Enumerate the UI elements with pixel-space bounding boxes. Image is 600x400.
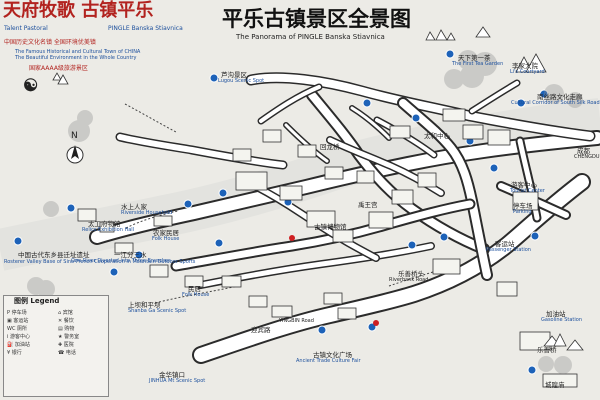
label-lesan-bridge: 乐善桥 — [537, 346, 557, 354]
label-riverside-en: Riverside Household — [121, 210, 173, 216]
label-parking-en: Parking — [513, 209, 532, 215]
shop-icon: ▤ — [58, 326, 63, 332]
label-jinhua-cn: 金华镇口 — [159, 371, 185, 379]
label-lesan-bridge-head-en: Riverbank Road — [389, 277, 429, 283]
label-passenger-station-cn: 客运站 — [495, 240, 515, 248]
label-shanba-en: Shanba Ga Scenic Spot — [128, 308, 187, 314]
label-temple: 城隍庙 — [545, 381, 565, 389]
label-huilong-bridge: 回龙桥 — [320, 143, 340, 151]
label-culture-fair-en: Ancient Trade Culture Fair — [296, 358, 361, 364]
legend-item-phone: ☎ 电话 — [58, 350, 76, 356]
label-museum: 古镇博物馆 — [314, 223, 347, 231]
label-relics-hall-en: Relics Exhibition Hall — [82, 227, 135, 233]
legend-panel — [3, 295, 109, 397]
label-gas-station-cn: 加油站 — [546, 310, 566, 318]
label-branches-en: One River Diverted into Three Branches — [71, 258, 171, 264]
label-lesan-bridge-head-cn: 乐善桥头 — [398, 270, 424, 278]
label-lugou-en: Lugou Scenic Spot — [218, 78, 265, 84]
hotel-icon: ⌂ — [58, 310, 62, 316]
label-first-tea-en: The First Tea Garden — [452, 61, 504, 67]
label-branches-cn: 一江分三水 — [114, 251, 147, 259]
fuel-icon: ⛽ — [7, 342, 14, 348]
wc-icon: WC — [7, 326, 16, 332]
left-title: 天府牧歌 古镇平乐 — [3, 0, 154, 21]
left-red-line: 中国历史文化名镇 全国环境优美镇 — [4, 39, 96, 46]
legend-item-hospital: ✚ 医院 — [58, 342, 74, 348]
legend-item-police: ★ 警务室 — [58, 334, 80, 340]
legend-item-hotel: ⌂ 宾馆 — [58, 310, 73, 316]
left-blue-line-2: The Beautiful Environment in the Whole C… — [15, 55, 137, 61]
label-silk-road-cn: 南丝路文化走廊 — [537, 93, 583, 101]
label-li-courtyard-en: Li's Courtyard — [510, 69, 545, 75]
label-chengdu-en: CHENGDU — [574, 154, 600, 160]
label-relics-hall-cn: 太工府物馆 — [88, 220, 121, 228]
main-title: 平乐古镇景区全景图 — [222, 6, 411, 31]
north-arrow — [66, 145, 84, 164]
label-sino-french-en: Rosterer Valley Base of Sino-French Coop… — [4, 259, 196, 265]
legend-item-info: i 游客中心 — [7, 334, 30, 340]
bus-icon: ▣ — [7, 318, 12, 324]
legend-item-bus: ▣ 客运站 — [7, 318, 29, 324]
logo-mark: ☯ — [23, 76, 39, 96]
info-icon: i — [7, 334, 9, 340]
label-folk-house-2-cn: 民居 — [188, 285, 201, 293]
left-subtitle-2: PINGLE Banska Stiavnica — [108, 25, 183, 32]
label-gas-station-en: Gasoline Station — [541, 317, 582, 323]
label-parking-cn: 停车场 — [513, 202, 533, 210]
legend-item-bank: ¥ 银行 — [7, 350, 22, 356]
legend-title: 图例 Legend — [14, 297, 60, 305]
label-passenger-station-en: Passenger Station — [486, 247, 531, 253]
label-yuwang-palace: 禹王宫 — [358, 201, 378, 209]
label-silk-road-en: Cultural Corridor of South Silk Road — [511, 100, 600, 106]
left-blue-line-1: The Famous Historical and Cultural Town … — [15, 49, 141, 55]
north-label: N — [71, 131, 78, 141]
left-red-line-2: 国家AAAA级旅游景区 — [29, 65, 88, 72]
label-yingbin-road-en: YINGBIN Road — [279, 318, 314, 324]
left-subtitle-1: Talent Pastoral — [4, 25, 48, 32]
legend-item-fuel: ⛽ 加油站 — [7, 342, 30, 348]
main-subtitle: The Panorama of PINGLE Banska Stiavnica — [236, 33, 385, 41]
police-icon: ★ — [58, 334, 63, 340]
label-culture-fair-cn: 古镇文化广场 — [313, 351, 352, 359]
legend-item-shop: ▤ 购物 — [58, 326, 75, 332]
label-jinhua-en: JINHUA Mt Scenic Spot — [149, 378, 206, 384]
label-folk-house-2-en: Folk House — [182, 292, 210, 298]
label-chengdu-cn: 成都 — [577, 147, 590, 155]
label-li-courtyard-cn: 李家大院 — [512, 62, 538, 70]
label-folk-house-1-en: Folk House — [152, 236, 180, 242]
label-tourist-center-cn: 游客中心 — [511, 181, 537, 189]
label-taihe-center: 太和中心 — [424, 132, 450, 140]
label-riverside-cn: 水上人家 — [121, 203, 147, 211]
label-shanba-cn: 上坝和平坝 — [128, 301, 161, 309]
legend-item-parking: P 停车场 — [7, 310, 27, 316]
label-lugou-cn: 芦沟景区 — [221, 71, 247, 79]
label-first-tea-cn: 天下第一茶 — [458, 54, 491, 62]
legend-item-food: ✕ 餐饮 — [58, 318, 74, 324]
label-yingbin-road-cn: 迎宾路 — [251, 326, 271, 334]
phone-icon: ☎ — [58, 350, 65, 356]
legend-item-wc: WC 厕所 — [7, 326, 28, 332]
label-sino-french-cn: 中国古代东乡县迁址遗址 — [18, 251, 90, 259]
hospital-icon: ✚ — [58, 342, 63, 348]
parking-icon: P — [7, 310, 11, 316]
bank-icon: ¥ — [7, 350, 11, 356]
label-tourist-center-en: Tourist Center — [510, 188, 545, 194]
label-folk-house-1: 农家民居 — [153, 229, 179, 237]
food-icon: ✕ — [58, 318, 63, 324]
